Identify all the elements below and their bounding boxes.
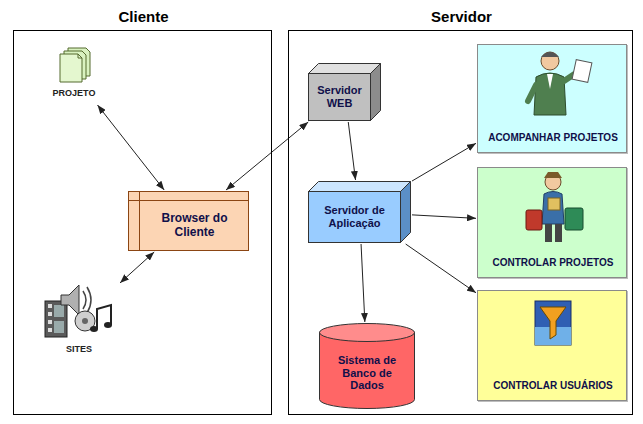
module-box: ACOMPANHAR PROJETOS: [477, 44, 627, 153]
database-cylinder: Sistema de Banco de Dados: [319, 323, 415, 409]
node-label: Servidor WEB: [310, 75, 369, 119]
browser-box: Browser do Cliente: [128, 191, 249, 251]
media-item: SITES: [39, 281, 119, 359]
web-server-box: Servidor WEB: [308, 63, 381, 121]
node-label: PROJETO: [45, 85, 103, 101]
node-label: Servidor: [289, 6, 634, 28]
node-label: Browser do Cliente: [142, 202, 247, 249]
node-label: Sistema de Banco de Dados: [325, 343, 409, 403]
connector-arrow: [98, 105, 165, 190]
connector-arrow: [412, 215, 476, 218]
filter-icon: [478, 291, 628, 369]
app-server-box: Servidor de Aplicação: [308, 181, 411, 243]
client-panel: Cliente PROJETO SITESBrowser do Cliente: [13, 30, 272, 415]
connector-arrow: [226, 122, 308, 190]
media-icon: [39, 281, 119, 339]
module-box: CONTROLAR PROJETOS: [477, 167, 627, 278]
connector-arrow: [406, 244, 476, 293]
server-panel: ServidorServidor WEB ACOMPANHAR PROJETOS…: [288, 30, 633, 415]
connector-arrow: [348, 122, 355, 180]
connector-arrow: [412, 143, 476, 181]
document-item: PROJETO: [49, 46, 99, 104]
node-label: Cliente: [14, 6, 273, 28]
node-label: SITES: [39, 341, 119, 357]
node-label: ACOMPANHAR PROJETOS: [482, 123, 624, 152]
manager-figure: [478, 45, 628, 123]
node-label: Servidor de Aplicação: [310, 193, 399, 241]
node-label: CONTROLAR USUÁRIOS: [482, 371, 624, 400]
connector-arrow: [361, 244, 365, 322]
document-icon: [49, 46, 99, 84]
module-box: CONTROLAR USUÁRIOS: [477, 290, 627, 401]
connector-arrow: [120, 252, 154, 283]
traveller-figure: [478, 168, 628, 248]
node-label: CONTROLAR PROJETOS: [482, 248, 624, 277]
